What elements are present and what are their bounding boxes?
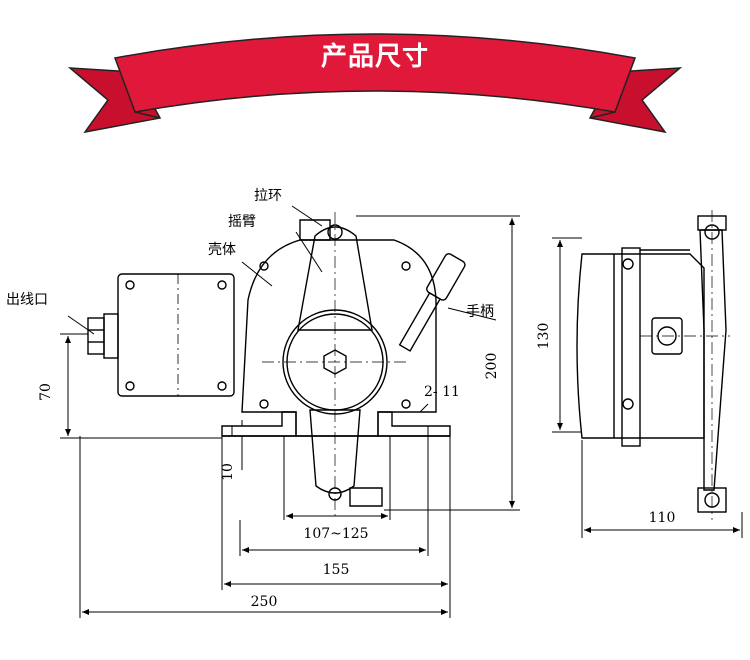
dim-107-125: 107~125 xyxy=(303,526,368,542)
terminal-box xyxy=(117,273,235,397)
dim-200: 200 xyxy=(484,353,500,380)
rocker-arm xyxy=(297,226,373,331)
base-bracket xyxy=(221,411,297,437)
banner-title: 产品尺寸 xyxy=(320,42,429,72)
handle xyxy=(398,253,466,352)
label-housing: 壳体 xyxy=(208,241,236,258)
label-handle: 手柄 xyxy=(466,304,494,320)
label-cable-outlet: 出线口 xyxy=(6,292,48,308)
title-ribbon xyxy=(67,33,683,134)
dim-130: 130 xyxy=(536,323,552,350)
dim-10: 10 xyxy=(220,463,236,481)
label-holes: 2- 11 xyxy=(424,384,460,400)
dim-155: 155 xyxy=(323,562,350,578)
dim-110: 110 xyxy=(649,510,676,526)
label-rocker-arm: 摇臂 xyxy=(228,214,256,230)
cable-gland xyxy=(87,313,119,359)
dim-70: 70 xyxy=(38,383,54,401)
front-dimensions xyxy=(60,205,520,618)
label-pull-ring: 拉环 xyxy=(254,188,282,204)
dim-250: 250 xyxy=(251,594,278,610)
housing xyxy=(241,239,437,437)
side-housing xyxy=(576,253,705,439)
side-dimensions xyxy=(552,237,743,538)
side-view xyxy=(576,210,730,520)
lower-arm xyxy=(309,409,361,494)
front-view xyxy=(87,212,466,520)
